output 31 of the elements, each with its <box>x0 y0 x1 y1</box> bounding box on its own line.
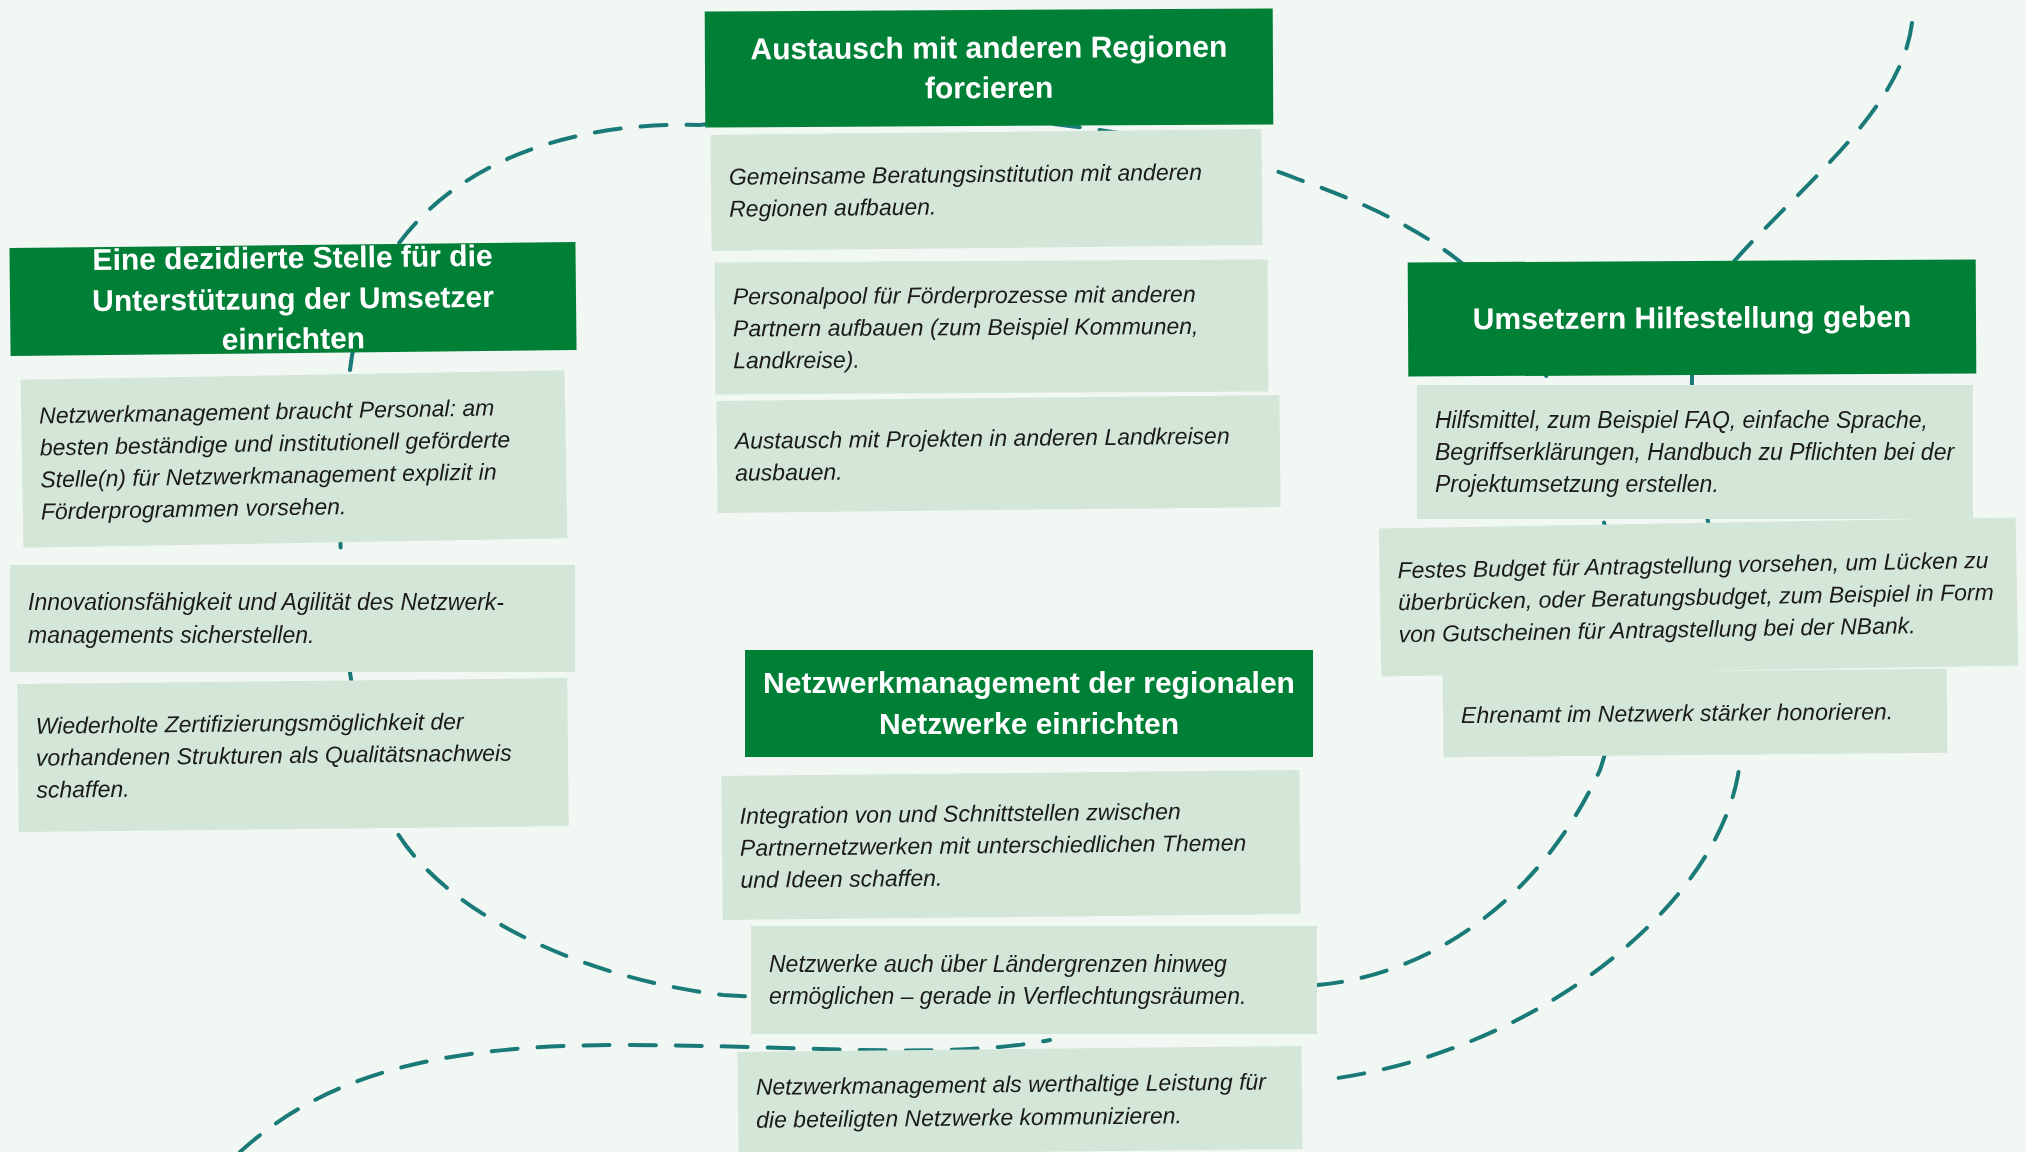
card-text: Integration von und Schnittstellen zwischen Partnernetzwerken mit unterschiedlichen Themen und Ideen schaffen. <box>739 796 1248 895</box>
card-text: Netzwerkmanagement als werthaltige Leistung für die beteiligten Netzwerke kommunizieren. <box>755 1067 1268 1135</box>
text-card <box>1417 385 1973 519</box>
text-card <box>716 395 1281 513</box>
text-card <box>714 259 1269 395</box>
card-text: Gemeinsame Beratungsinstitution mit anderen Regionen aufbauen. <box>728 157 1203 224</box>
heading-text: Netzwerkmanagement der regionalen Netzwerke einrichten <box>763 665 1295 742</box>
text-card <box>737 1046 1303 1152</box>
card-text: Netzwerke auch über Ländergrenzen hinweg ermöglichen – gerade in Verflechtungsräumen. <box>769 949 1248 1011</box>
card-text: Netzwerkmanagement braucht Personal: am besten beständige und institutionell geförderte Stelle(n) für Netzwerkmanagement explizit in Förderprogrammen vorsehen. <box>38 393 512 527</box>
heading-box <box>9 242 577 356</box>
card-text: Wiederholte Zertifizierungsmöglichkeit der vorhandenen Strukturen als Qualitätsnachweis schaffen. <box>35 706 513 805</box>
card-text: Hilfsmittel, zum Beispiel FAQ, einfache Sprache, Begriffserklärungen, Handbuch zu Pflichten bei der Projektumsetzung erstellen. <box>1435 405 1955 500</box>
text-card <box>1442 668 1948 758</box>
text-card <box>17 678 569 832</box>
text-card <box>751 926 1317 1034</box>
heading-box <box>704 8 1274 128</box>
heading-text: Austausch mit anderen Regionen forcieren <box>749 28 1229 107</box>
card-text: Personalpool für Förderprozesse mit anderen Partnern aufbauen (zum Beispiel Kommunen, Landkreise). <box>732 279 1200 376</box>
card-text: Innovationsfähigkeit und Agilität des Netzwerk-managements sicherstellen. <box>28 588 505 650</box>
heading-text: Umsetzern Hilfestellung geben <box>1472 298 1912 337</box>
text-card <box>1378 517 2019 677</box>
text-card <box>10 565 575 672</box>
heading-box <box>1407 259 1977 377</box>
card-text: Festes Budget für Antragstellung vorsehen, um Lücken zu überbrücken, oder Beratungsbudget, zum Beispiel in Form von Gutscheinen für Antragstellung bei der NBank. <box>1397 545 1995 650</box>
heading-box <box>745 650 1313 757</box>
text-card <box>710 129 1263 251</box>
card-text: Austausch mit Projekten in anderen Landkreisen ausbauen. <box>734 421 1231 488</box>
card-text: Ehrenamt im Netzwerk stärker honorieren. <box>1460 697 1894 730</box>
heading-text: Eine dezidierte Stelle für die Unterstützung der Umsetzer einrichten <box>90 238 495 358</box>
text-card <box>721 770 1301 920</box>
